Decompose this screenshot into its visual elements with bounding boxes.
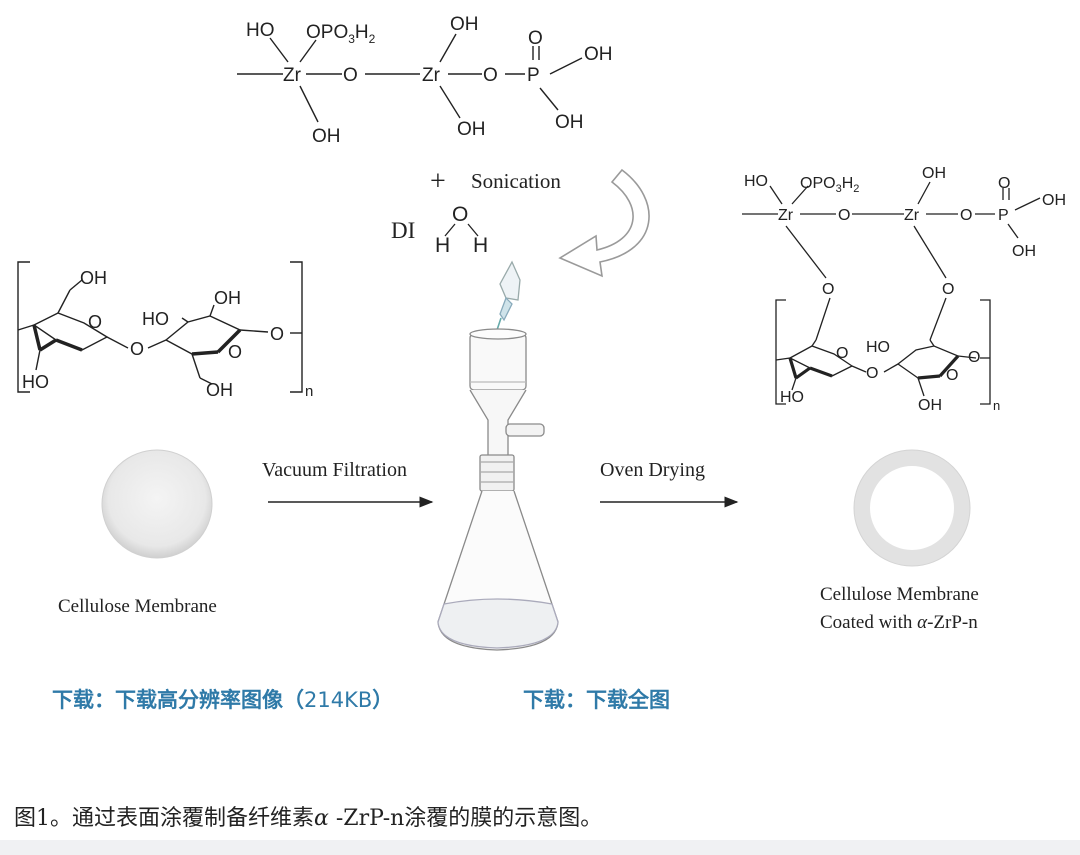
coated-membrane-ring [854,450,970,566]
cellulose-oh-mid-label: OH [214,288,241,308]
cellulose-membrane-disk [101,449,213,559]
di-label: DI [391,218,415,243]
oven-drying-label: Oven Drying [600,459,705,481]
vacuum-filtration-label: Vacuum Filtration [262,459,407,481]
cellulose-n-label: n [305,383,313,400]
coated-membrane-label-line2: Coated with α-ZrP-n [820,612,978,633]
figure-caption: 图1。通过表面涂覆制备纤维素α -ZrP-n涂覆的膜的示意图。 [14,806,603,831]
water-o-label: O [452,203,468,226]
coated-zr1-label: Zr [778,207,794,224]
coated-o-bridge1-label: O [822,281,834,298]
download-full-link[interactable]: 下载：下载全图 [523,688,670,712]
zrp-o2-label: O [483,65,498,86]
coated-n-label: n [993,398,1000,413]
zrp-oh-zr2-label: OH [457,119,486,140]
coated-o-double-label: O [998,175,1010,192]
water-h1-label: H [435,234,450,257]
zrp-o-double-label: O [528,28,543,49]
cellulose-ho-bottom-label: HO [22,372,49,392]
coated-o1-label: O [838,207,850,224]
coated-structure: HO OPO3H2 OH Zr O Zr O P O OH OH O O O H… [742,165,1066,414]
zrp-oh-right-label: OH [584,44,613,65]
cellulose-oh-top-label: OH [80,268,107,288]
water-h2-label: H [473,234,488,257]
coated-o-ring1-label: O [836,345,848,362]
cellulose-o-link-label: O [130,339,144,359]
plus-sign: + [430,166,446,197]
coated-oh-p-label: OH [1012,243,1036,260]
zrp-oh-zr1-label: OH [312,126,341,147]
zrp-zr1-label: Zr [283,65,302,86]
coated-p-label: P [998,207,1009,224]
scheme-diagram: HO OPO3H2 Zr O Zr O P OH O OH OH OH OH +… [17,14,1066,651]
coated-ho-label: HO [744,173,768,190]
coated-oh-top-label: OH [922,165,946,182]
curved-arrow-icon [558,168,650,278]
zrp-oh-bottom-label: OH [555,112,584,133]
download-links: 下载：下载高分辨率图像（214KB） 下载：下载全图 [0,684,1080,724]
cellulose-o-ring2-label: O [228,342,242,362]
zrp-o1-label: O [343,65,358,86]
download-hires-link[interactable]: 下载：下载高分辨率图像（214KB） [52,688,394,712]
coated-membrane-label-line1: Cellulose Membrane [820,584,979,605]
zrp-p-label: P [527,65,540,86]
coated-oh-bottom-label: OH [918,397,942,414]
bottom-bar [0,840,1080,855]
zrp-opo3h2-label: OPO3H2 [306,22,376,46]
zrp-ho-label: HO [246,20,275,41]
coated-o2-label: O [960,207,972,224]
cellulose-o-ring1-label: O [88,312,102,332]
cellulose-membrane-label: Cellulose Membrane [58,596,217,617]
coated-ho-mid-label: HO [866,339,890,356]
coated-o-link-label: O [866,365,878,382]
coated-o-bridge2-label: O [942,281,954,298]
cellulose-ho-mid-label: HO [142,309,169,329]
coated-oh-right-label: OH [1042,192,1066,209]
coated-zr2-label: Zr [904,207,920,224]
coated-o-end-label: O [968,349,980,366]
coated-opo3h2-label: OPO3H2 [800,175,859,195]
coated-o-ring2-label: O [946,367,958,384]
zrp-structure [237,33,583,123]
cellulose-oh-bottom-label: OH [206,380,233,400]
coated-ho-bottom-label: HO [780,389,804,406]
sonication-label: Sonication [471,169,561,193]
zrp-oh-top-label: OH [450,14,479,35]
cellulose-o-end-label: O [270,324,284,344]
cellulose-structure: OH O HO OH O O O HO OH n [17,261,313,400]
filtration-apparatus-icon [437,260,559,651]
zrp-zr2-label: Zr [422,65,441,86]
